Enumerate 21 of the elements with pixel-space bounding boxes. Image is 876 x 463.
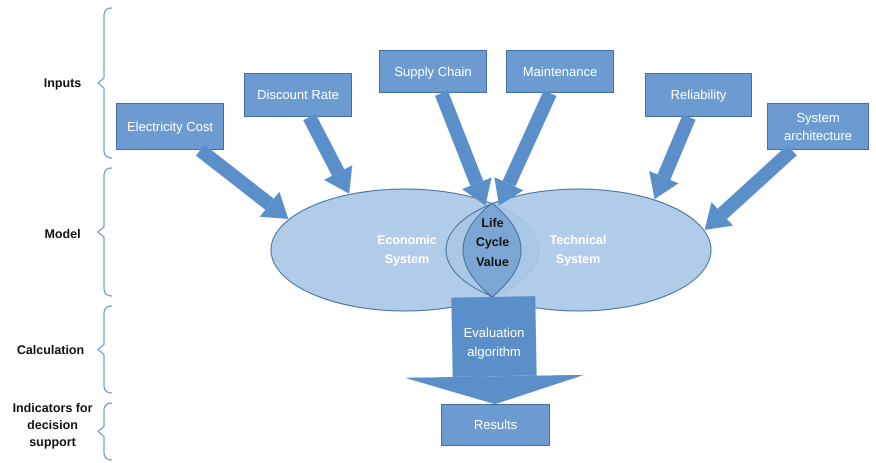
stage-label: Calculation [16, 342, 86, 359]
input-box: System architecture [767, 103, 869, 150]
input-box: Supply Chain [379, 50, 487, 93]
stage-label: Model [43, 226, 82, 243]
input-box: Electricity Cost [116, 103, 224, 150]
block-arrow [196, 144, 288, 219]
block-arrow [649, 114, 696, 200]
edge-label: Evaluation algorithm [462, 324, 526, 362]
ellipse-label: Technical System [548, 232, 608, 268]
input-box: Discount Rate [244, 73, 352, 117]
input-box: Maintenance [506, 50, 614, 93]
block-arrow [303, 114, 352, 194]
block-arrow [434, 90, 492, 206]
block-arrow [494, 90, 557, 206]
input-box: Reliability [645, 73, 752, 117]
stage-label: Indicators for decision support [12, 400, 94, 451]
overlap-label: Life Cycle Value [474, 215, 510, 271]
block-arrow [704, 144, 797, 230]
ellipse-label: Economic System [376, 232, 438, 268]
stage-label: Inputs [42, 75, 82, 92]
result-box: Results [441, 404, 550, 446]
